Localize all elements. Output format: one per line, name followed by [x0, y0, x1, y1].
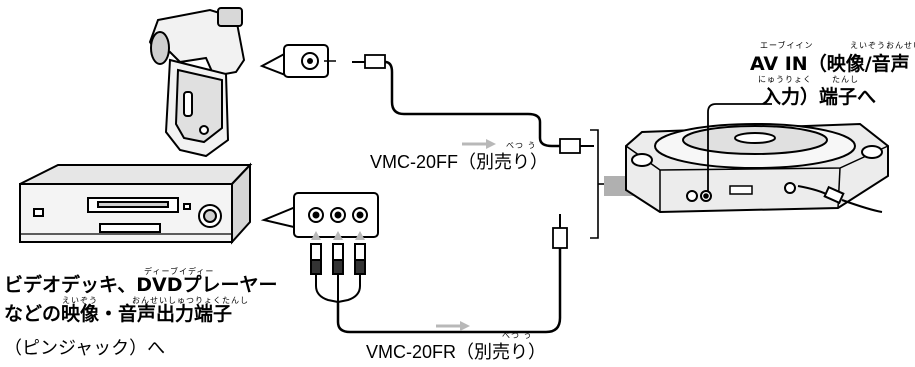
cable-vmc-20ff — [352, 54, 594, 154]
ruby-eizo: えいぞう — [62, 296, 98, 305]
ruby-eizo-onsei: えいぞうおんせい — [850, 41, 915, 50]
source-label-line1: ビデオデッキ、DVDプレーヤー — [4, 274, 278, 296]
av-in-leader — [707, 103, 772, 192]
ruby-tanshi: たんし — [832, 75, 859, 84]
vcr-jacks-callout — [260, 192, 379, 240]
cable-ff-label: VMC-20FF（別売り） — [370, 152, 549, 172]
signal-arrow-ff — [462, 139, 496, 149]
cable-ff-ruby: べつ う — [506, 141, 537, 150]
source-label-line2: などの映像・音声出力端子 — [4, 303, 233, 325]
dest-label-line2: 入力）端子へ — [762, 86, 877, 108]
ruby-dvd: ディーブイディー — [144, 267, 215, 276]
dest-label-line1: AV IN（映像/音声 — [750, 53, 910, 75]
power-cable — [797, 185, 883, 213]
ruby-onsei: おんせいしゅつりょくたんし — [132, 296, 249, 305]
source-label-line3: （ピンジャック）へ — [4, 338, 166, 359]
ruby-nyuryoku: にゅうりょく — [758, 75, 812, 84]
portable-dvd-player-icon — [625, 122, 889, 214]
cable-fr-label: VMC-20FR（別売り） — [366, 342, 547, 362]
cable-fr-ruby: べつ う — [502, 331, 533, 340]
camcorder-icon — [148, 7, 246, 158]
signal-arrow-fr — [436, 321, 470, 331]
ruby-av: エーブイイン — [760, 41, 814, 50]
cable-vmc-20fr — [310, 214, 568, 334]
camcorder-jack-callout — [259, 44, 336, 78]
vcr-icon — [19, 162, 253, 245]
